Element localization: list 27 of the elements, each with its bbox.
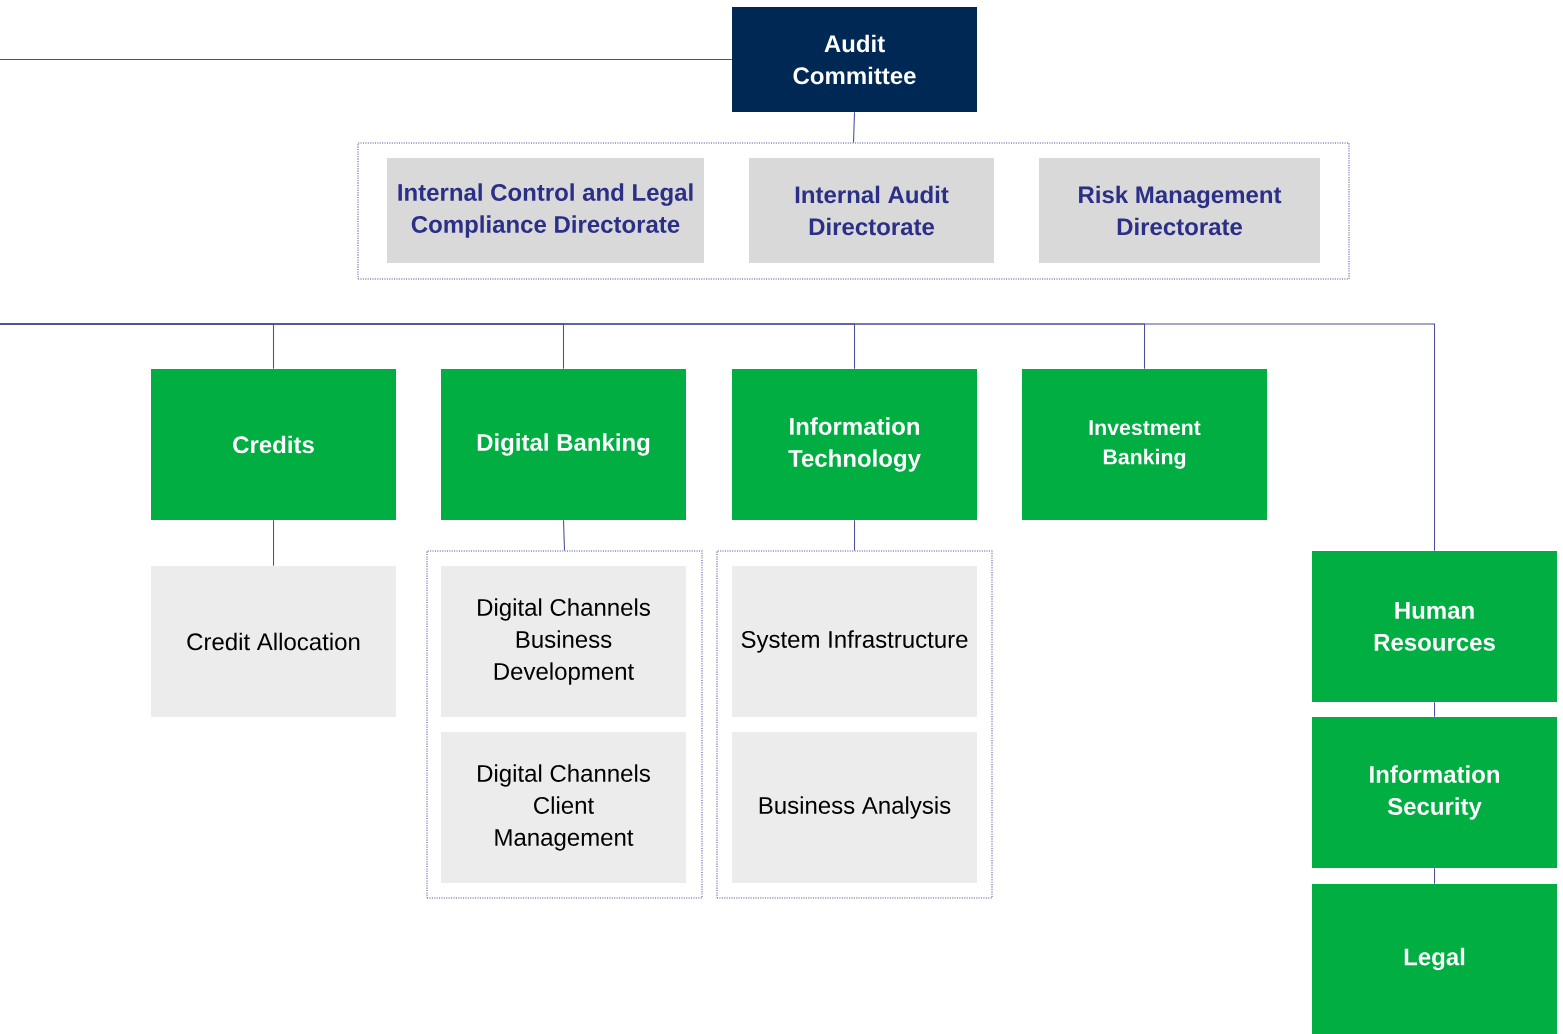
dotted-frame <box>357 142 1350 280</box>
dotted-frame <box>426 550 703 899</box>
connector-line <box>0 323 1436 552</box>
connector-line <box>562 519 566 551</box>
unit-box: Business Analysis <box>732 732 977 883</box>
department-box: Information Security <box>1312 717 1557 868</box>
unit-box: Digital Channels Client Management <box>441 732 686 883</box>
directorate-box: Risk Management Directorate <box>1039 158 1320 263</box>
connector-line <box>853 519 856 551</box>
unit-box: System Infrastructure <box>732 566 977 717</box>
committee-box: Audit Committee <box>732 7 977 112</box>
department-box: Credits <box>151 369 396 520</box>
connector-line <box>0 58 733 61</box>
department-box: Human Resources <box>1312 551 1557 702</box>
directorate-box: Internal Control and Legal Compliance Directorate <box>387 158 704 263</box>
connector-line <box>272 519 275 567</box>
unit-box: Credit Allocation <box>151 566 396 717</box>
dotted-frame <box>716 550 993 899</box>
department-box: Investment Banking <box>1022 369 1267 520</box>
department-box: Digital Banking <box>441 369 686 520</box>
connector-line <box>1433 867 1436 885</box>
unit-box: Digital Channels Business Development <box>441 566 686 717</box>
department-box: Information Technology <box>732 369 977 520</box>
department-box: Legal <box>1312 884 1557 1034</box>
connector-line <box>852 111 856 143</box>
directorate-box: Internal Audit Directorate <box>749 158 994 263</box>
connector-line <box>1433 701 1436 718</box>
